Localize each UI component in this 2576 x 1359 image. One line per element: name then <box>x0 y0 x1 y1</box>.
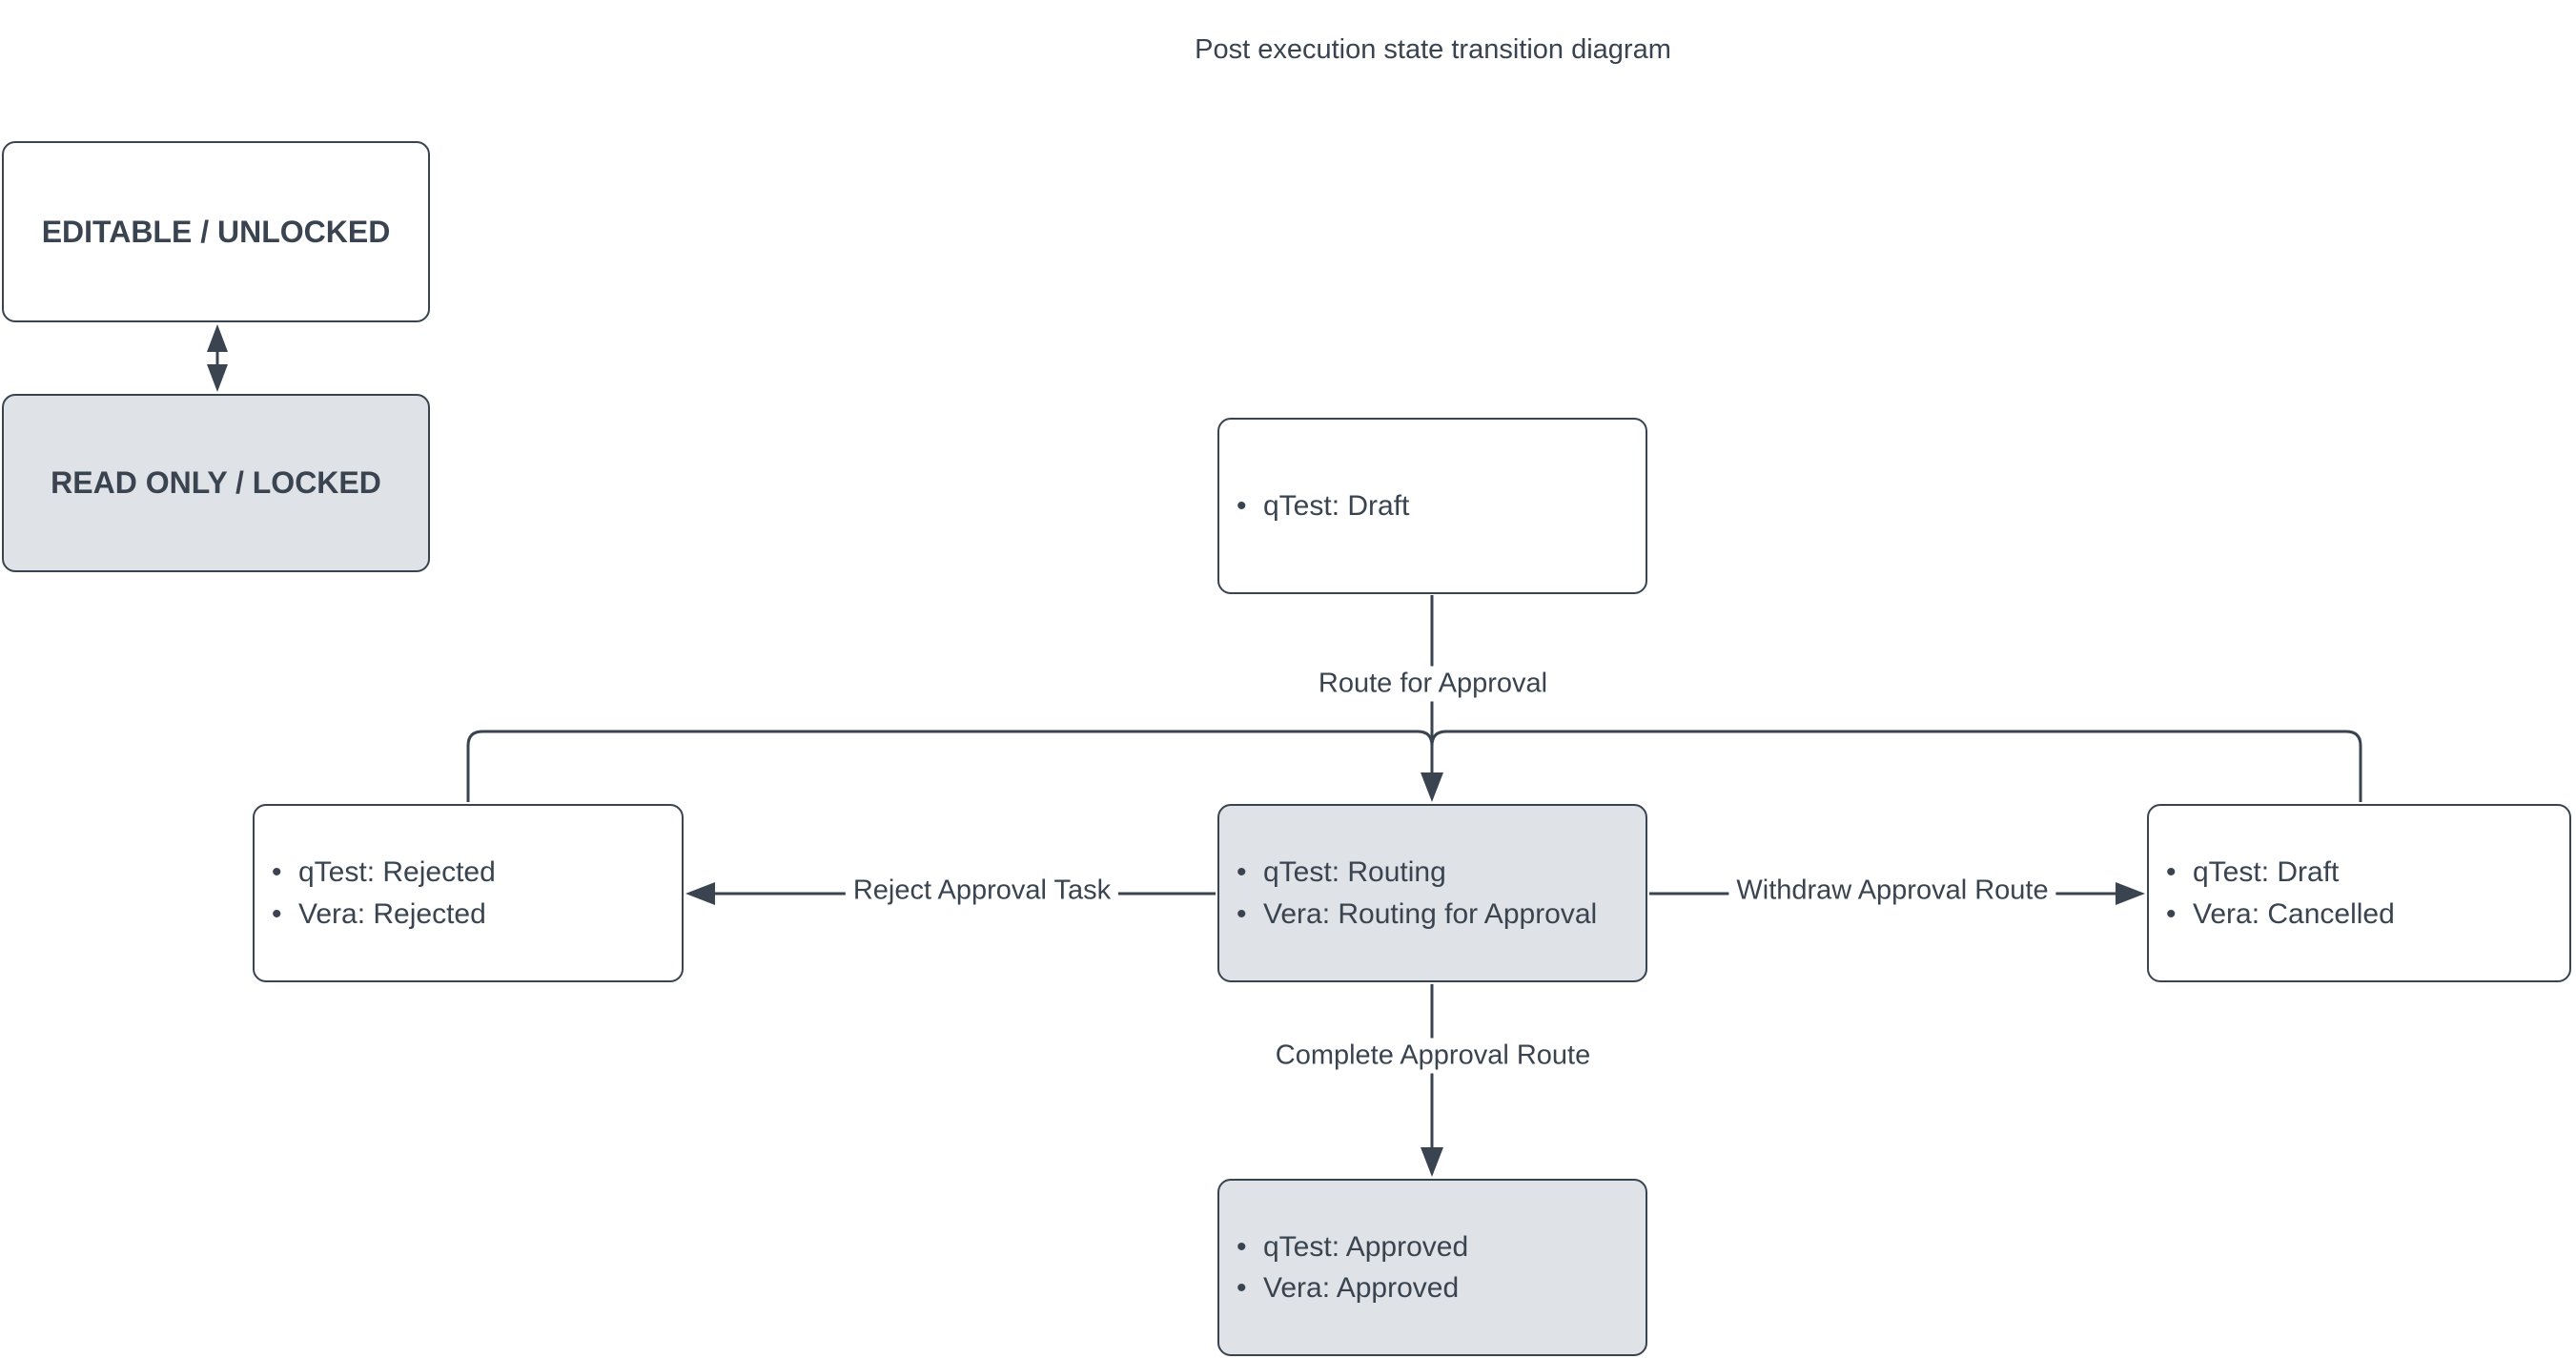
page-title: Post execution state transition diagram <box>1195 34 1671 65</box>
node-approved-list: • qTest: Approved • Vera: Approved <box>1219 1226 1468 1309</box>
list-item-text: Vera: Cancelled <box>2193 897 2395 930</box>
edge-label-withdraw-approval-route: Withdraw Approval Route <box>1728 873 2056 909</box>
edge-rejected-loop <box>466 730 1434 802</box>
node-cancelled-list: • qTest: Draft • Vera: Cancelled <box>2149 852 2395 935</box>
list-item-text: qTest: Rejected <box>298 856 496 888</box>
list-item: • Vera: Approved <box>1237 1267 1468 1309</box>
arrow-withdraw-icon <box>2116 882 2145 905</box>
node-draft: • qTest: Draft <box>1217 418 1647 594</box>
list-item: • Vera: Routing for Approval <box>1237 894 1597 936</box>
list-item: • qTest: Routing <box>1237 852 1597 894</box>
bullet-icon: • <box>2166 856 2177 888</box>
edge-label-route-for-approval: Route for Approval <box>1310 666 1556 702</box>
bullet-icon: • <box>272 897 282 930</box>
list-item-text: qTest: Approved <box>1263 1230 1469 1263</box>
list-item-text: Vera: Rejected <box>298 897 486 930</box>
edge-label-reject-approval-task: Reject Approval Task <box>845 873 1119 909</box>
legend-editable-label: EDITABLE / UNLOCKED <box>41 214 391 249</box>
arrow-route-icon <box>1421 772 1443 802</box>
bullet-icon: • <box>1237 856 1247 888</box>
list-item: • qTest: Rejected <box>272 852 496 894</box>
node-rejected: • qTest: Rejected • Vera: Rejected <box>253 804 684 982</box>
node-approved: • qTest: Approved • Vera: Approved <box>1217 1179 1647 1356</box>
node-routing: • qTest: Routing • Vera: Routing for App… <box>1217 804 1647 982</box>
list-item: • Vera: Cancelled <box>2166 894 2395 936</box>
bullet-icon: • <box>1237 897 1247 930</box>
bullet-icon: • <box>1237 1272 1247 1304</box>
node-cancelled: • qTest: Draft • Vera: Cancelled <box>2147 804 2571 982</box>
bullet-icon: • <box>2166 897 2177 930</box>
legend-box-readonly: READ ONLY / LOCKED <box>2 394 430 572</box>
list-item-text: qTest: Draft <box>1263 489 1410 522</box>
list-item-text: qTest: Routing <box>1263 856 1446 888</box>
edge-label-complete-approval-route: Complete Approval Route <box>1267 1038 1599 1074</box>
arrow-up-icon <box>207 324 228 352</box>
legend-box-editable: EDITABLE / UNLOCKED <box>2 141 430 322</box>
bullet-icon: • <box>1237 1230 1247 1263</box>
edge-cancelled-loop <box>1430 730 2362 802</box>
arrow-reject-icon <box>685 882 715 905</box>
list-item-text: qTest: Draft <box>2193 856 2340 888</box>
node-routing-list: • qTest: Routing • Vera: Routing for App… <box>1219 852 1597 935</box>
list-item: • qTest: Draft <box>1237 485 1409 527</box>
list-item-text: Vera: Approved <box>1263 1272 1460 1304</box>
node-draft-list: • qTest: Draft <box>1219 485 1409 527</box>
list-item-text: Vera: Routing for Approval <box>1263 897 1598 930</box>
arrow-complete-icon <box>1421 1147 1443 1177</box>
list-item: • qTest: Approved <box>1237 1226 1468 1268</box>
list-item: • Vera: Rejected <box>272 894 496 936</box>
arrow-down-icon <box>207 364 228 392</box>
bullet-icon: • <box>272 856 282 888</box>
list-item: • qTest: Draft <box>2166 852 2395 894</box>
bullet-icon: • <box>1237 489 1247 522</box>
node-rejected-list: • qTest: Rejected • Vera: Rejected <box>255 852 496 935</box>
legend-readonly-label: READ ONLY / LOCKED <box>51 465 381 501</box>
